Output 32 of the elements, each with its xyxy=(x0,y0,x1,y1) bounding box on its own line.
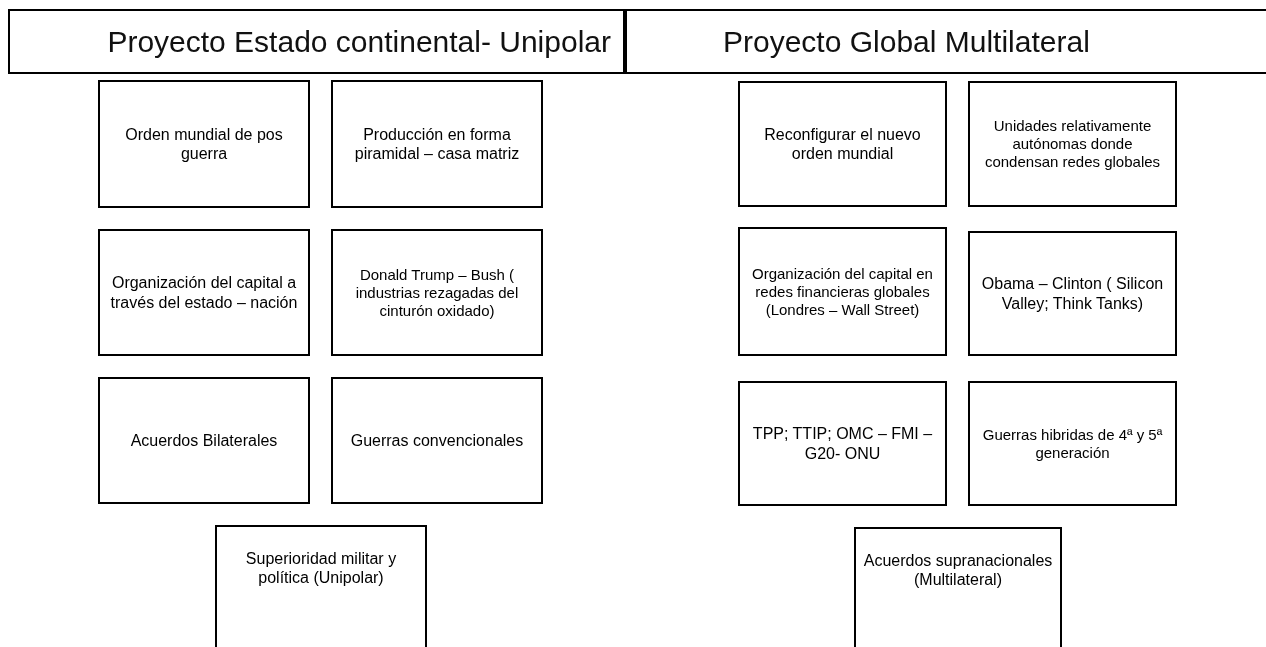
heading-text: Proyecto Global Multilateral xyxy=(723,24,1090,59)
box-text: Guerras convencionales xyxy=(350,430,524,451)
box-text: Organización del capital a través del estado – nación xyxy=(109,273,299,312)
box-text: Donald Trump – Bush ( industrias rezagadas del cinturón oxidado) xyxy=(354,265,520,320)
text-box xyxy=(968,231,1177,356)
box-text: Unidades relativamente autónomas donde condensan redes globales xyxy=(983,117,1162,171)
text-box xyxy=(98,80,310,208)
text-box xyxy=(738,81,947,207)
box-text: Acuerdos Bilaterales xyxy=(130,430,278,451)
text-box xyxy=(968,81,1177,207)
box-text: Organización del capital en redes financieras globales (Londres – Wall Street) xyxy=(751,264,934,319)
box-text: Superioridad militar y política (Unipolar) xyxy=(244,549,398,588)
text-box xyxy=(98,229,310,356)
header-box xyxy=(625,9,1266,74)
box-text: TPP; TTIP; OMC – FMI – G20- ONU xyxy=(751,424,934,463)
text-box xyxy=(98,377,310,504)
box-text: Guerras hibridas de 4ª y 5ª generación xyxy=(981,425,1164,462)
box-text: Orden mundial de pos guerra xyxy=(124,124,284,164)
heading-text: Proyecto Estado continental- Unipolar xyxy=(107,24,611,59)
text-box xyxy=(854,527,1062,647)
box-text: Reconfigurar el nuevo orden mundial xyxy=(763,124,922,164)
header-box xyxy=(8,9,625,74)
box-text: Producción en forma piramidal – casa matriz xyxy=(353,124,521,164)
text-box xyxy=(968,381,1177,506)
box-text: Acuerdos supranacionales (Multilateral) xyxy=(862,551,1054,590)
box-text: Obama – Clinton ( Silicon Valley; Think Tanks) xyxy=(980,274,1165,313)
text-box xyxy=(331,229,543,356)
text-box xyxy=(738,381,947,506)
text-box xyxy=(331,80,543,208)
text-box xyxy=(331,377,543,504)
text-box xyxy=(738,227,947,356)
text-box xyxy=(215,525,427,647)
